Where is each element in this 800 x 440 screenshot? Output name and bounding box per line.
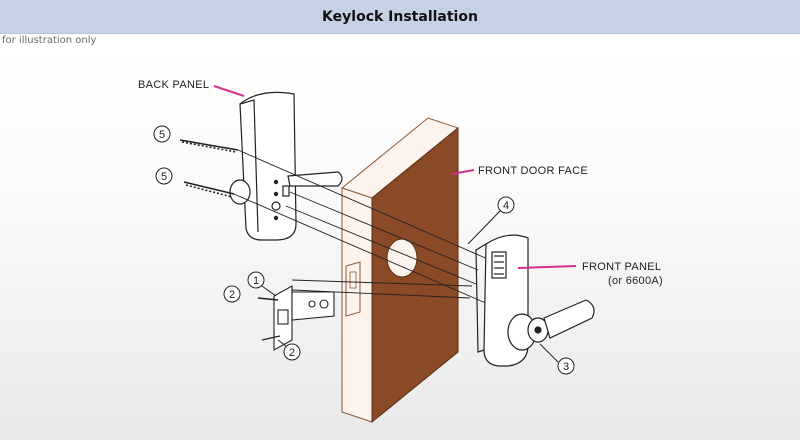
screw-lower-thread <box>185 184 233 198</box>
back-panel-dot-1 <box>273 179 279 185</box>
title-bar: Keylock Installation <box>0 0 800 34</box>
door-face <box>371 126 459 424</box>
callouts: 5 5 4 1 2 2 3 <box>153 125 575 375</box>
label-front-door-face: FRONT DOOR FACE <box>478 165 588 177</box>
back-panel-screwhole <box>271 201 281 211</box>
door-edge-bore <box>345 261 361 317</box>
mounting-screws <box>179 139 239 198</box>
latch-screw-2 <box>261 335 281 341</box>
svg-text:2: 2 <box>229 289 235 301</box>
callout-5-upper: 5 <box>153 125 171 143</box>
screw-upper <box>179 139 239 151</box>
latch-assembly <box>257 285 335 351</box>
front-panel <box>475 234 595 367</box>
back-panel-lever <box>287 171 343 187</box>
latch-bolt <box>277 309 289 325</box>
svg-text:5: 5 <box>159 129 165 141</box>
page-title: Keylock Installation <box>322 8 478 25</box>
label-front-panel: FRONT PANEL <box>582 261 661 273</box>
callout-2-upper: 2 <box>223 285 241 303</box>
door-bore-hole <box>386 238 418 278</box>
screw-upper-thread <box>181 141 237 153</box>
screw-lower <box>183 181 235 195</box>
back-panel <box>229 91 343 241</box>
callout-3: 3 <box>539 343 575 375</box>
back-panel-knob <box>229 179 251 205</box>
line-latch-a <box>291 279 473 287</box>
assembly-lines <box>233 149 491 305</box>
back-panel-slot <box>282 185 290 197</box>
svg-text:4: 4 <box>503 200 509 212</box>
back-panel-dot-3 <box>273 215 279 221</box>
leader-front-door-face <box>451 169 475 175</box>
latch-screw-1 <box>257 297 279 301</box>
latch-hole <box>319 299 329 309</box>
line-screw-lower <box>233 193 489 305</box>
keyhole <box>534 326 542 334</box>
front-panel-keypad <box>491 251 507 279</box>
callout-2-lower: 2 <box>277 339 301 361</box>
illustration-note: for illustration only <box>2 35 97 46</box>
svg-text:3: 3 <box>563 361 569 373</box>
back-panel-side <box>239 99 259 233</box>
door <box>340 117 460 424</box>
front-panel-lever <box>543 299 595 339</box>
line-spindle-a <box>289 191 479 271</box>
callout-4: 4 <box>467 196 515 245</box>
svg-text:1: 1 <box>253 275 259 287</box>
front-panel-side <box>475 243 487 353</box>
latch-hole-2 <box>308 300 316 308</box>
svg-text:5: 5 <box>161 171 167 183</box>
label-front-panel-model: (or 6600A) <box>608 275 663 287</box>
leader-back-panel <box>213 85 245 97</box>
door-edge-slot <box>349 271 357 289</box>
labels: BACK PANEL FRONT DOOR FACE FRONT PANEL (… <box>138 79 663 287</box>
leader-front-panel <box>517 265 577 269</box>
line-latch-b <box>291 289 471 299</box>
back-panel-dot-2 <box>273 191 279 197</box>
label-back-panel: BACK PANEL <box>138 79 209 91</box>
line-screw-upper <box>237 149 491 261</box>
svg-text:2: 2 <box>289 347 295 359</box>
callout-1: 1 <box>247 271 277 297</box>
back-panel-body <box>239 91 297 241</box>
line-spindle-b <box>285 205 477 285</box>
callout-5-lower: 5 <box>155 167 173 185</box>
